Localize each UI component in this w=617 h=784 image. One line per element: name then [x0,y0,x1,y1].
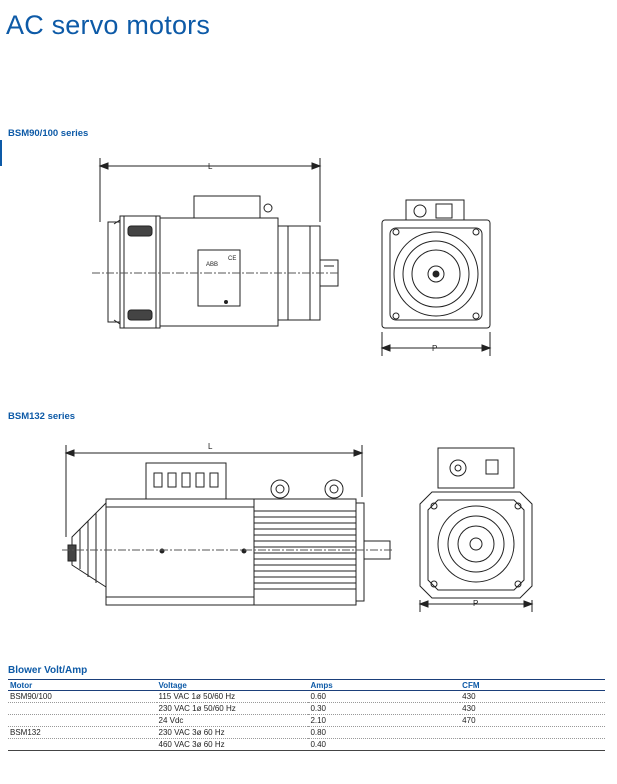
header-motor: Motor [8,679,157,691]
section-label-bsm90: BSM90/100 series [8,128,89,139]
bsm90-length-dim-label: L [208,162,213,171]
bsm90-front-view-drawing: P [380,199,492,356]
header-cfm: CFM [460,679,605,691]
cell-voltage: 24 Vdc [156,714,309,727]
cell-motor [8,714,157,727]
bsm132-front-view-drawing: P [418,447,534,612]
bsm90-square-dim-label: P [432,344,437,353]
cell-cfm [460,738,605,751]
table-row: BSM132 230 VAC 3ø 60 Hz 0.80 [8,726,605,739]
table-row: 24 Vdc 2.10 470 [8,714,605,727]
cell-voltage: 460 VAC 3ø 60 Hz [156,738,309,751]
page-title: AC servo motors [6,10,211,40]
cell-voltage: 230 VAC 3ø 60 Hz [156,726,309,739]
cell-amps: 0.80 [308,726,461,739]
table-row: 460 VAC 3ø 60 Hz 0.40 [8,738,605,751]
bsm90-brand-mark: ABB [206,262,218,268]
cell-cfm [460,726,605,739]
cell-voltage: 230 VAC 1ø 50/60 Hz [156,702,309,715]
cell-amps: 0.40 [308,738,461,751]
table-row: BSM90/100 115 VAC 1ø 50/60 Hz 0.60 430 [8,690,605,703]
blower-table-title: Blower Volt/Amp [8,665,88,676]
cell-motor [8,702,157,715]
bsm132-side-view-drawing: L [62,442,394,606]
cell-motor: BSM132 [8,726,157,739]
cell-motor: BSM90/100 [8,690,157,703]
table-header-row: Motor Voltage Amps CFM [8,679,605,691]
cell-amps: 0.60 [308,690,461,703]
bsm90-side-view-drawing: L ABB CE [92,158,339,329]
header-amps: Amps [308,679,461,691]
header-voltage: Voltage [156,679,309,691]
section-label-bsm132: BSM132 series [8,411,76,422]
blower-table: Motor Voltage Amps CFM BSM90/100 115 VAC… [8,679,605,751]
bsm132-square-dim-label: P [473,599,478,608]
margin-accent-bar [0,140,2,166]
cell-cfm: 430 [460,702,605,715]
cell-amps: 0.30 [308,702,461,715]
cell-voltage: 115 VAC 1ø 50/60 Hz [156,690,309,703]
cell-cfm: 430 [460,690,605,703]
cell-amps: 2.10 [308,714,461,727]
bsm132-length-dim-label: L [208,442,213,451]
table-row: 230 VAC 1ø 50/60 Hz 0.30 430 [8,702,605,715]
cell-cfm: 470 [460,714,605,727]
cell-motor [8,738,157,751]
bsm90-ce-mark: CE [228,256,236,262]
